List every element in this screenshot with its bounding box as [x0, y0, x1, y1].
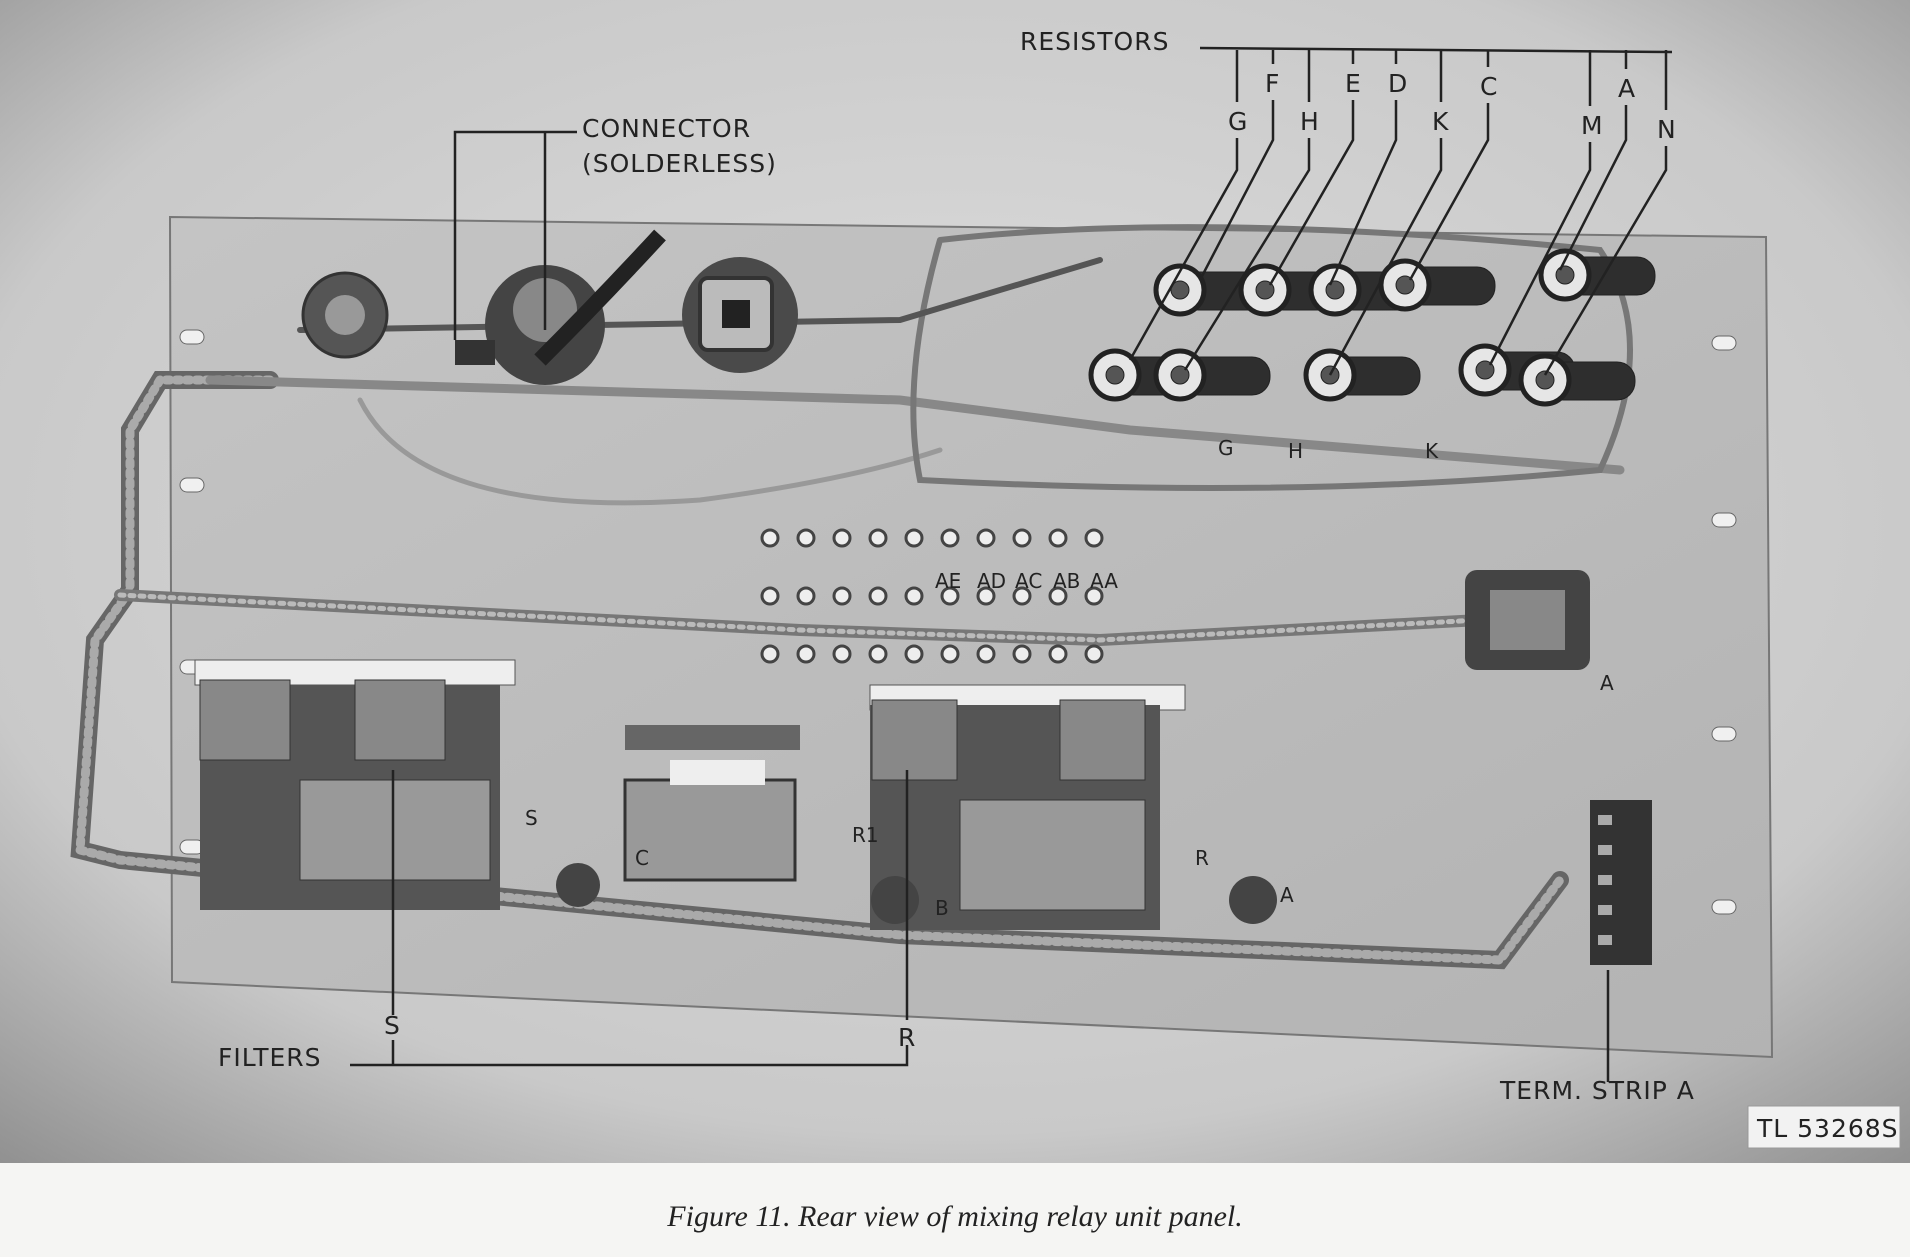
- marking-ac: AC: [1015, 569, 1042, 593]
- resistor-label-n: N: [1657, 115, 1677, 144]
- marking-r: R: [1195, 846, 1209, 870]
- resistor-screw: [1535, 370, 1555, 390]
- leader-line: [1198, 50, 1275, 281]
- figure-id: TL 53268S: [1756, 1114, 1899, 1143]
- terminal-hole: [1048, 528, 1068, 548]
- terminal-hole: [940, 644, 960, 664]
- resistor-screw: [1255, 280, 1275, 300]
- figure-caption: Figure 11. Rear view of mixing relay uni…: [667, 1200, 1243, 1233]
- terminal-hole: [760, 586, 780, 606]
- terminal-hole: [868, 528, 888, 548]
- leader-line: [1268, 50, 1355, 286]
- leader-lines: [350, 46, 1673, 1082]
- terminal-hole: [796, 528, 816, 548]
- resistor-label-a: A: [1618, 74, 1636, 103]
- marking-b: B: [935, 896, 949, 920]
- terminal-hole: [1084, 644, 1104, 664]
- terminal-hole: [868, 586, 888, 606]
- resistor-screw: [1395, 275, 1415, 295]
- leader-line: [1128, 50, 1239, 361]
- marking-g: G: [1218, 436, 1234, 460]
- terminal-hole: [1012, 644, 1032, 664]
- terminal-hole: [940, 528, 960, 548]
- resistor-screw: [1105, 365, 1125, 385]
- marking-s: S: [525, 806, 538, 830]
- resistor-label-k: K: [1432, 107, 1449, 136]
- connector-a: [1465, 570, 1590, 670]
- panel-photo: G H K AE AD AC AB AA A S R R1 B A C RESI…: [0, 0, 1910, 1163]
- terminal-hole: [832, 586, 852, 606]
- label-solderless: (SOLDERLESS): [582, 149, 777, 178]
- resistor-screw: [1555, 265, 1575, 285]
- terminal-hole: [1084, 528, 1104, 548]
- marking-ae: AE: [935, 569, 961, 593]
- label-filters: FILTERS: [218, 1043, 322, 1072]
- resistor-label-g: G: [1228, 107, 1248, 136]
- marking-jack-a: A: [1280, 883, 1294, 907]
- terminal-strip-a: [1590, 800, 1652, 965]
- resistor-screw: [1475, 360, 1495, 380]
- resistor-screw: [1325, 280, 1345, 300]
- solderless-connectors: [301, 229, 798, 385]
- terminal-hole: [760, 644, 780, 664]
- label-filter-s: S: [384, 1011, 401, 1040]
- leader-line: [1328, 50, 1443, 376]
- resistor-screw: [1170, 365, 1190, 385]
- resistor-label-d: D: [1388, 69, 1408, 98]
- marking-r1: R1: [852, 823, 879, 847]
- terminal-hole: [1048, 586, 1068, 606]
- terminal-hole: [796, 644, 816, 664]
- terminal-hole: [1048, 644, 1068, 664]
- terminal-hole: [976, 644, 996, 664]
- terminal-hole: [1012, 528, 1032, 548]
- leader-line: [1488, 50, 1592, 366]
- label-connector: CONNECTOR: [582, 114, 751, 143]
- leader-line: [1328, 50, 1398, 286]
- label-filter-r: R: [898, 1023, 916, 1052]
- leader-line: [1558, 50, 1628, 271]
- resistor-label-e: E: [1345, 69, 1362, 98]
- resistor-screw: [1170, 280, 1190, 300]
- terminal-hole: [976, 586, 996, 606]
- terminal-hole: [1084, 586, 1104, 606]
- marking-aa: AA: [1090, 569, 1118, 593]
- marking-c: C: [635, 846, 649, 870]
- leader-line: [1543, 50, 1668, 376]
- marking-h: H: [1288, 439, 1303, 463]
- resistor-label-m: M: [1581, 111, 1604, 140]
- terminal-hole: [832, 644, 852, 664]
- resistor-label-c: C: [1480, 72, 1498, 101]
- leader-line: [1183, 50, 1311, 371]
- terminal-hole: [832, 528, 852, 548]
- relay-c: [623, 725, 800, 882]
- figure-id-box: [1747, 1105, 1901, 1149]
- filter-s: [194, 659, 516, 910]
- terminal-hole: [904, 586, 924, 606]
- cable-harness: [70, 224, 1633, 970]
- label-term-strip: TERM. STRIP A: [1499, 1076, 1695, 1105]
- marking-ab: AB: [1053, 569, 1080, 593]
- terminal-hole: [868, 644, 888, 664]
- terminal-hole: [1012, 586, 1032, 606]
- terminal-hole: [940, 586, 960, 606]
- filter-r: [869, 684, 1186, 930]
- terminal-hole: [976, 528, 996, 548]
- terminal-hole: [760, 528, 780, 548]
- resistor-label-h: H: [1300, 107, 1320, 136]
- marking-connector-a: A: [1600, 671, 1614, 695]
- leader-line: [1408, 50, 1490, 281]
- terminal-hole: [904, 528, 924, 548]
- marking-ad: AD: [977, 569, 1006, 593]
- terminal-hole: [904, 644, 924, 664]
- label-resistors: RESISTORS: [1020, 27, 1169, 56]
- marking-k: K: [1425, 439, 1439, 463]
- terminal-hole: [796, 586, 816, 606]
- resistor-label-f: F: [1265, 69, 1280, 98]
